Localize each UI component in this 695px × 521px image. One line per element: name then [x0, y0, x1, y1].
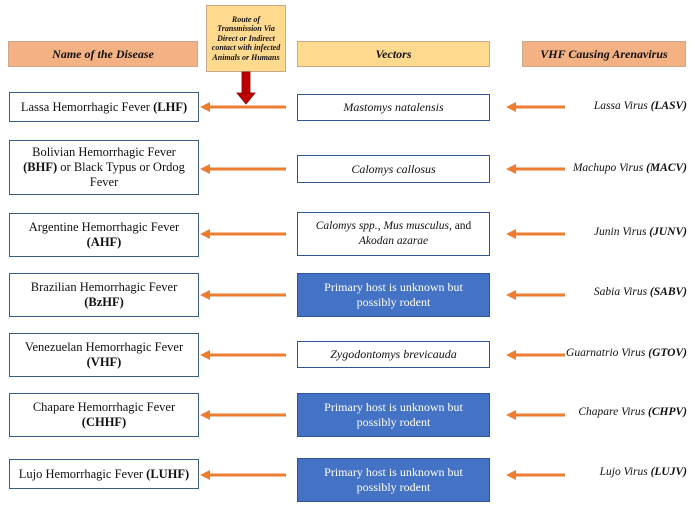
arrow-vector-to-disease [200, 350, 286, 360]
route-of-transmission-note: Route of Transmission Via Direct or Indi… [206, 5, 286, 72]
vector-text: Primary host is unknown but possibly rod… [324, 280, 463, 309]
header-virus: VHF Causing Arenavirus [522, 41, 686, 67]
arrow-virus-to-vector [506, 164, 565, 174]
arrow-virus-to-vector [506, 229, 565, 239]
arrow-vector-to-disease [200, 229, 286, 239]
disease-text: Venezuelan Hemorrhagic Fever(VHF) [24, 340, 184, 369]
virus-label-chpv: Chapare Virus (CHPV) [578, 406, 687, 418]
virus-label-junv: Junin Virus (JUNV) [593, 226, 687, 238]
disease-text: Brazilian Hemorrhagic Fever(BzHF) [30, 280, 178, 309]
arrow-vector-to-disease [200, 410, 286, 420]
header-vectors-label: Vectors [375, 46, 412, 61]
arrow-virus-to-vector [506, 350, 565, 360]
virus-label-gtov: Guarnatrio Virus (GTOV) [566, 347, 687, 359]
disease-box-bhf: Bolivian Hemorrhagic Fever(BHF) or Black… [9, 140, 199, 195]
disease-text: Argentine Hemorrhagic Fever(AHF) [28, 220, 180, 249]
route-arrow [236, 71, 256, 105]
disease-box-vhf: Venezuelan Hemorrhagic Fever(VHF) [9, 333, 199, 377]
vector-text: Mastomys natalensis [343, 100, 444, 114]
vector-text: Primary host is unknown but possibly rod… [324, 465, 463, 494]
arrow-vector-to-disease [200, 470, 286, 480]
disease-box-chhf: Chapare Hemorrhagic Fever(CHHF) [9, 393, 199, 437]
disease-text: Chapare Hemorrhagic Fever(CHHF) [32, 400, 176, 429]
route-note-text: Route of Transmission Via Direct or Indi… [211, 14, 281, 62]
virus-label-lujv: Lujo Virus (LUJV) [599, 466, 687, 478]
vector-text: Zygodontomys brevicauda [330, 347, 457, 361]
vector-text: Calomys callosus [351, 161, 436, 176]
disease-box-ahf: Argentine Hemorrhagic Fever(AHF) [9, 213, 199, 257]
vector-box-bzhf: Primary host is unknown but possibly rod… [297, 273, 490, 317]
disease-box-luhf: Lujo Hemorrhagic Fever (LUHF) [9, 459, 199, 489]
disease-text: Bolivian Hemorrhagic Fever(BHF) or Black… [23, 145, 185, 189]
disease-box-lhf: Lassa Hemorrhagic Fever (LHF) [9, 92, 199, 122]
header-vectors: Vectors [297, 41, 490, 67]
arrow-virus-to-vector [506, 410, 565, 420]
virus-label-macv: Machupo Virus (MACV) [572, 162, 687, 174]
vector-box-luhf: Primary host is unknown but possibly rod… [297, 458, 490, 502]
vector-text: Primary host is unknown but possibly rod… [324, 400, 463, 429]
arrow-vector-to-disease [200, 164, 286, 174]
header-disease: Name of the Disease [8, 41, 198, 67]
arrow-vector-to-disease [200, 290, 286, 300]
header-disease-label: Name of the Disease [52, 46, 154, 61]
vector-box-bhf: Calomys callosus [297, 155, 490, 183]
arrow-virus-to-vector [506, 102, 565, 112]
virus-label-sabv: Sabia Virus (SABV) [593, 286, 687, 298]
arrow-virus-to-vector [506, 470, 565, 480]
disease-box-bzhf: Brazilian Hemorrhagic Fever(BzHF) [9, 273, 199, 317]
vector-box-vhf: Zygodontomys brevicauda [297, 341, 490, 368]
disease-text: Lassa Hemorrhagic Fever (LHF) [20, 99, 188, 114]
vector-box-lhf: Mastomys natalensis [297, 94, 490, 121]
virus-label-lasv: Lassa Virus (LASV) [593, 100, 687, 112]
header-virus-label: VHF Causing Arenavirus [540, 46, 668, 61]
disease-text: Lujo Hemorrhagic Fever (LUHF) [18, 466, 190, 481]
vector-box-chhf: Primary host is unknown but possibly rod… [297, 393, 490, 437]
arrow-vector-to-disease [200, 102, 286, 112]
arrow-virus-to-vector [506, 290, 565, 300]
